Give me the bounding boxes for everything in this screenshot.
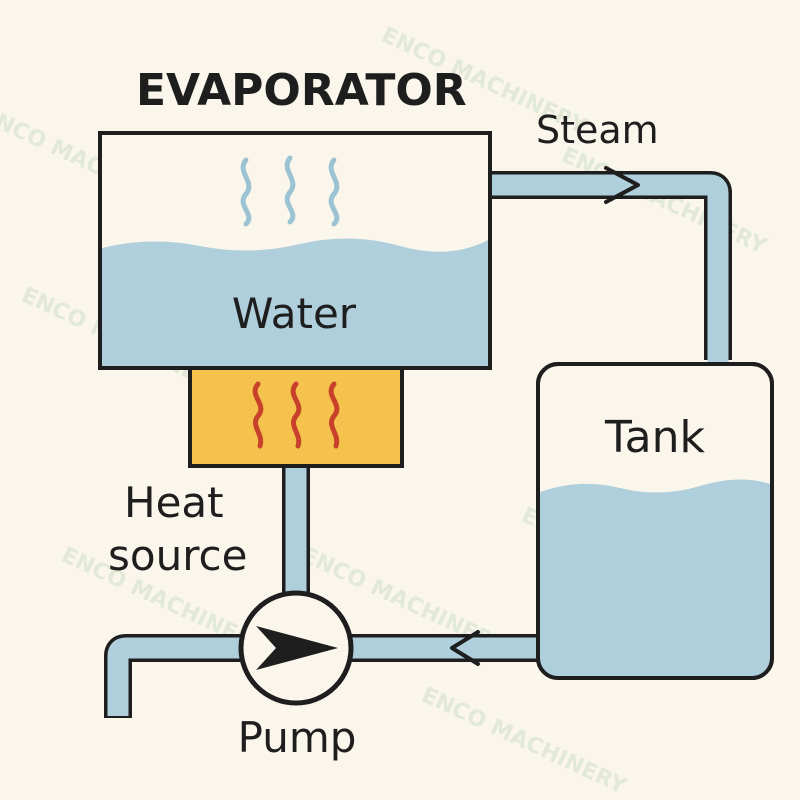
heat-source-label-line2: source [108,531,247,580]
steam-label: Steam [536,108,659,152]
flow-arrow-icon [450,630,480,666]
evaporator-water [102,238,488,366]
watermark: ENCO MACHINERY [557,143,770,260]
diagram-title: EVAPORATOR [136,65,467,116]
water-label: Water [232,289,357,338]
return-pipe [104,634,542,718]
steam-icon [240,155,340,227]
flow-arrow-icon [604,166,640,204]
pump-label: Pump [238,713,357,762]
tank [536,362,774,680]
steam-pipe [490,171,732,362]
heat-source-label-line1: Heat [124,478,224,527]
pump [238,590,354,706]
watermark: ENCO MACHINERY [417,683,630,800]
flame-icon [252,381,340,449]
tank-water [540,479,770,676]
tank-label: Tank [604,412,705,463]
evaporator-vessel [98,131,492,370]
pump-arrow-icon [256,626,338,670]
